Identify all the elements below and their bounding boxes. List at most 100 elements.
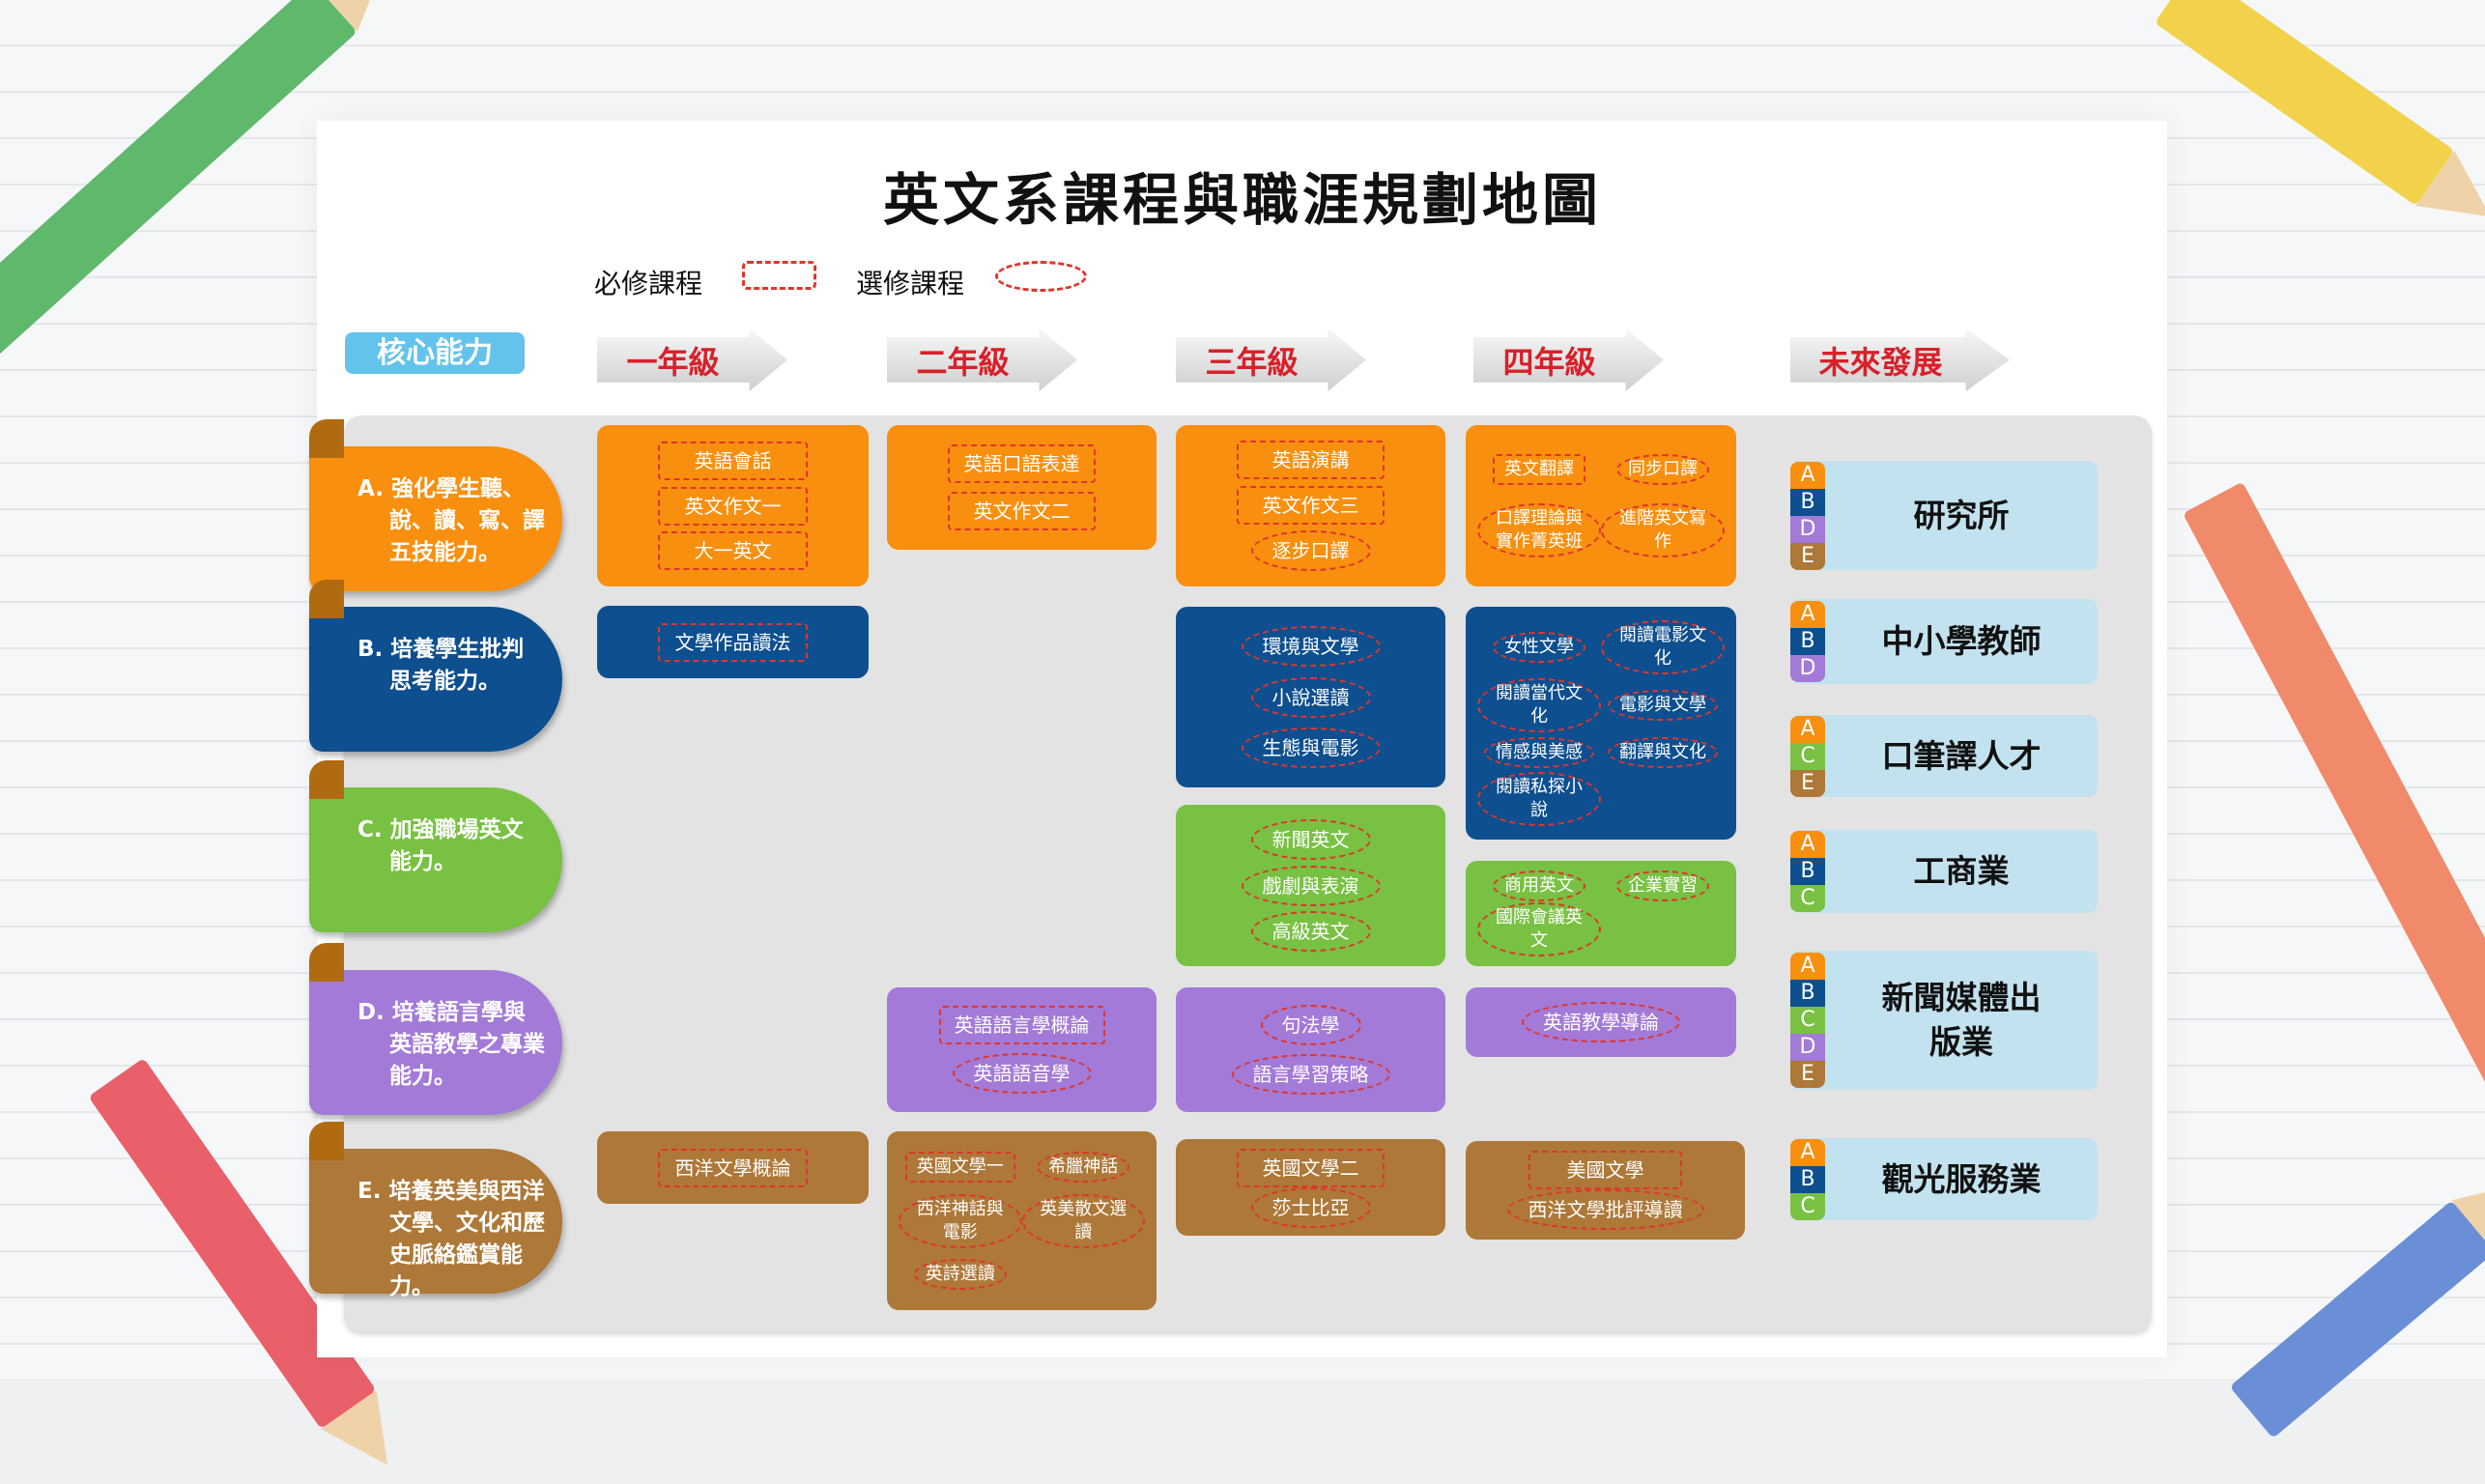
ability-badge-b: B [1790, 628, 1825, 655]
ability-badge-e: E [1790, 542, 1825, 570]
elective-course[interactable]: 希臘神話 [1037, 1152, 1130, 1184]
elective-course[interactable]: 翻譯與文化 [1608, 736, 1718, 768]
grade-header-3: 三年級 [1176, 328, 1366, 391]
course-box-a-year1: 英語會話英文作文一大一英文 [597, 425, 869, 586]
elective-course[interactable]: 國際會議英文 [1477, 901, 1601, 956]
ability-badge-a: A [1790, 601, 1825, 628]
elective-course[interactable]: 閱讀電影文化 [1601, 620, 1725, 675]
course-box-d-year3: 句法學語言學習策略 [1176, 987, 1445, 1112]
grade-header-1: 一年級 [597, 328, 787, 391]
course-box-a-year3: 英語演講英文作文三逐步口譯 [1176, 425, 1445, 586]
elective-course[interactable]: 商用英文 [1493, 870, 1585, 902]
elective-course[interactable]: 句法學 [1260, 1005, 1361, 1046]
course-box-e-year3: 英國文學二莎士比亞 [1176, 1139, 1445, 1236]
ability-ribbon-b: B. 培養學生批判思考能力。 [309, 580, 562, 752]
required-course[interactable]: 大一英文 [658, 531, 808, 571]
elective-course[interactable]: 戲劇與表演 [1241, 865, 1381, 906]
ability-badge-a: A [1790, 1138, 1825, 1166]
core-ability-header: 核心能力 [345, 332, 525, 374]
required-course[interactable]: 西洋文學概論 [658, 1148, 808, 1187]
elective-course[interactable]: 英美散文選讀 [1021, 1193, 1145, 1248]
elective-course[interactable]: 女性文學 [1493, 632, 1585, 664]
elective-course[interactable]: 新聞英文 [1250, 819, 1371, 861]
legend-elective-label: 選修課程 [856, 268, 965, 300]
elective-course[interactable]: 生態與電影 [1241, 727, 1381, 768]
ability-label: D. 培養語言學與英語教學之專業能力。 [357, 1000, 545, 1089]
ability-badge-b: B [1790, 488, 1825, 516]
required-course[interactable]: 英語演講 [1237, 441, 1385, 480]
ability-badge-c: C [1790, 885, 1825, 912]
career-name: 工商業 [1913, 852, 2010, 890]
ability-badge-a: A [1790, 715, 1825, 743]
career-name: 中小學教師 [1881, 622, 2042, 660]
ability-badge-a: A [1790, 461, 1825, 489]
grade-header-2: 二年級 [887, 328, 1077, 391]
required-course[interactable]: 英文作文一 [658, 486, 808, 526]
course-box-b-year4: 女性文學閱讀電影文化閱讀當代文化電影與文學情感與美感翻譯與文化閱讀私探小說 [1466, 607, 1736, 840]
course-box-d-year2: 英語語言學概論英語語音學 [887, 987, 1157, 1112]
ability-badge-e: E [1790, 769, 1825, 797]
elective-course[interactable]: 高級英文 [1250, 910, 1371, 952]
ability-badge-a: A [1790, 953, 1825, 980]
elective-course[interactable]: 口譯理論與實作菁英班 [1477, 503, 1601, 558]
ability-ribbon-c: C. 加強職場英文能力。 [309, 760, 562, 932]
elective-course[interactable]: 企業實習 [1616, 870, 1709, 902]
elective-course[interactable]: 英語教學導論 [1522, 1002, 1680, 1042]
required-course[interactable]: 美國文學 [1528, 1151, 1682, 1189]
career-name: 口筆譯人才 [1881, 736, 2042, 775]
elective-course[interactable]: 閱讀私探小說 [1477, 771, 1601, 826]
required-course[interactable]: 英語會話 [658, 441, 808, 480]
elective-course[interactable]: 英詩選讀 [913, 1258, 1007, 1290]
required-course[interactable]: 英文作文三 [1237, 485, 1385, 525]
ability-badge-c: C [1790, 1007, 1825, 1034]
legend-required-label: 必修課程 [594, 268, 703, 300]
ability-badge-c: C [1790, 742, 1825, 770]
course-box-d-year4: 英語教學導論 [1466, 987, 1736, 1057]
elective-course[interactable]: 情感與美感 [1484, 736, 1594, 768]
career-name: 觀光服務業 [1881, 1159, 2042, 1198]
elective-course[interactable]: 英語語音學 [952, 1053, 1092, 1094]
course-box-c-year4: 商用英文企業實習國際會議英文 [1466, 861, 1736, 966]
course-box-e-year4: 美國文學西洋文學批評導讀 [1466, 1141, 1745, 1240]
elective-course[interactable]: 西洋神話與電影 [899, 1193, 1022, 1248]
elective-course[interactable]: 莎士比亞 [1250, 1187, 1371, 1228]
course-box-a-year4: 英文翻譯同步口譯口譯理論與實作菁英班進階英文寫作 [1466, 425, 1736, 586]
elective-course[interactable]: 逐步口譯 [1250, 529, 1371, 571]
ability-badge-a: A [1790, 831, 1825, 858]
required-course[interactable]: 英國文學一 [904, 1152, 1015, 1184]
legend-elective-swatch [995, 261, 1087, 292]
ability-ribbon-e: E. 培養英美與西洋文學、文化和歷史脈絡鑑賞能力。 [309, 1122, 562, 1299]
ability-badge-b: B [1790, 980, 1825, 1007]
required-course[interactable]: 英語語言學概論 [938, 1006, 1105, 1044]
course-box-c-year3: 新聞英文戲劇與表演高級英文 [1176, 805, 1445, 966]
page-title: 英文系課程與職涯規劃地圖 [882, 167, 1602, 233]
elective-course[interactable]: 小說選讀 [1250, 676, 1371, 718]
required-course[interactable]: 英文翻譯 [1493, 453, 1585, 485]
elective-course[interactable]: 同步口譯 [1616, 453, 1709, 485]
required-course[interactable]: 文學作品讀法 [658, 622, 808, 662]
required-course[interactable]: 英文作文二 [948, 492, 1096, 531]
course-box-b-year3: 環境與文學小說選讀生態與電影 [1176, 607, 1445, 787]
required-course[interactable]: 英國文學二 [1237, 1149, 1385, 1187]
ability-label: E. 培養英美與西洋文學、文化和歷史脈絡鑑賞能力。 [357, 1179, 545, 1299]
elective-course[interactable]: 西洋文學批評導讀 [1506, 1189, 1704, 1230]
elective-course[interactable]: 環境與文學 [1241, 626, 1381, 668]
ability-badge-d: D [1790, 1034, 1825, 1061]
elective-course[interactable]: 進階英文寫作 [1601, 503, 1725, 558]
elective-course[interactable]: 語言學習策略 [1231, 1053, 1390, 1095]
elective-course[interactable]: 電影與文學 [1608, 690, 1718, 722]
required-course[interactable]: 英語口語表達 [948, 443, 1096, 483]
course-box-b-year1: 文學作品讀法 [597, 606, 869, 678]
elective-course[interactable]: 閱讀當代文化 [1477, 678, 1601, 733]
